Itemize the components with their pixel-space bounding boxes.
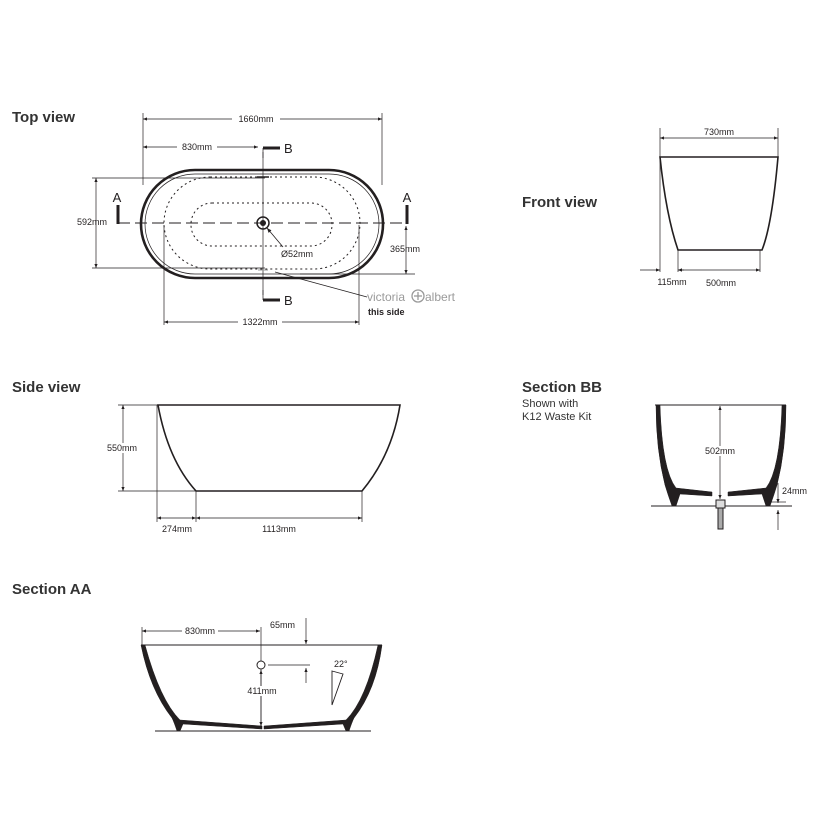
section-bb-title: Section BB: [522, 379, 603, 396]
dim-1113: 1113mm: [262, 524, 296, 534]
side-view-drawing: [118, 404, 401, 522]
plus-circle-icon: [411, 289, 425, 303]
dim-65: 65mm: [270, 620, 295, 630]
side-view-title: Side view: [12, 379, 81, 396]
section-marker-b-bottom: B: [284, 293, 293, 308]
brand-name-left: victoria: [367, 290, 405, 304]
dim-waste-diameter: Ø52mm: [281, 249, 313, 259]
dim-115: 115mm: [657, 277, 686, 287]
dim-365: 365mm: [390, 244, 420, 254]
dim-24: 24mm: [782, 486, 807, 496]
dim-592: 592mm: [77, 217, 107, 227]
brand-name-right: albert: [425, 290, 456, 304]
dim-angle: 22°: [334, 659, 348, 669]
dim-830-top: 830mm: [182, 142, 212, 152]
section-marker-b-top: B: [284, 141, 293, 156]
section-bb-subtitle-2: K12 Waste Kit: [522, 411, 592, 423]
section-aa-drawing: [140, 618, 383, 732]
brand-logo: victoria albert: [367, 289, 456, 304]
section-marker-a-right: A: [403, 190, 412, 205]
dim-550: 550mm: [107, 443, 137, 453]
dim-411: 411mm: [247, 686, 276, 696]
front-view-drawing: [640, 128, 779, 272]
dim-1660: 1660mm: [238, 114, 273, 124]
section-marker-a-left: A: [113, 190, 122, 205]
dim-274: 274mm: [162, 524, 192, 534]
this-side-note: this side: [368, 307, 405, 317]
section-aa-title: Section AA: [12, 581, 92, 598]
front-view-title: Front view: [522, 194, 598, 211]
section-bb-drawing: [651, 404, 792, 530]
dim-830-section: 830mm: [185, 626, 215, 636]
dim-730: 730mm: [704, 127, 734, 137]
top-view-title: Top view: [12, 109, 76, 126]
dim-500: 500mm: [706, 278, 736, 288]
dim-1322: 1322mm: [242, 317, 277, 327]
section-bb-subtitle-1: Shown with: [522, 398, 579, 410]
dim-502: 502mm: [705, 446, 735, 456]
